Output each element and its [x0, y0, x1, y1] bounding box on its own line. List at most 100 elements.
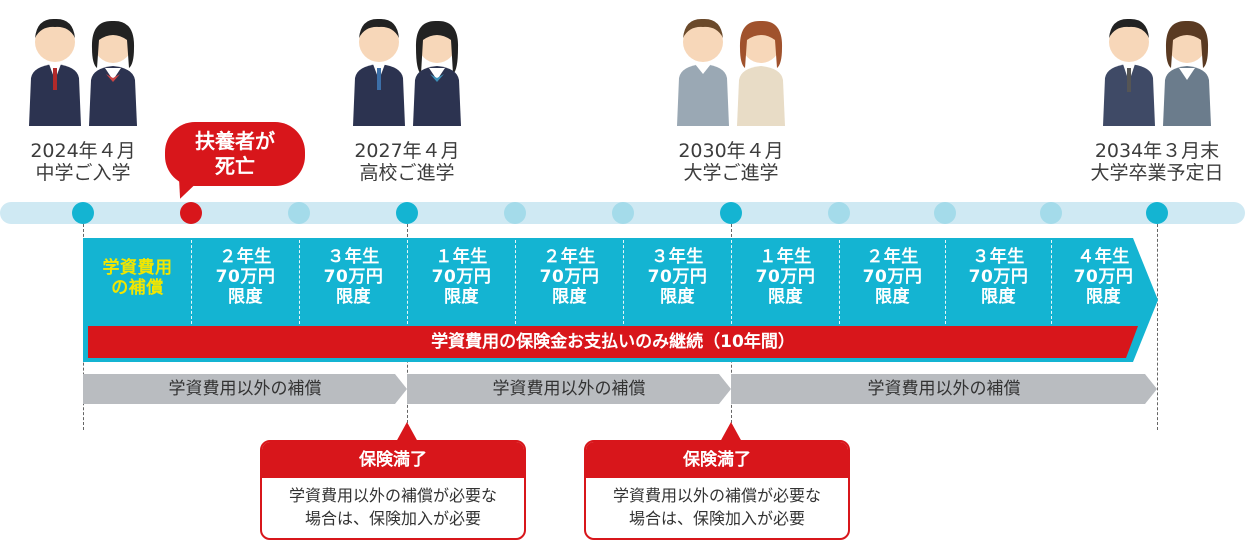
expiry-callout-1: 保険満了 学資費用以外の補償が必要な 場合は、保険加入が必要	[260, 440, 526, 540]
cell-separator	[299, 240, 300, 324]
milestone-date: 2034年３月末	[1094, 140, 1220, 162]
cell-limit: 限度	[660, 287, 695, 307]
cell-grade: ２年生	[543, 247, 596, 267]
milestone-event: 高校ご進学	[359, 162, 455, 184]
cell-grade: ４年生	[1077, 247, 1130, 267]
coverage-cell: ４年生 70万円 限度	[1050, 247, 1157, 307]
cell-grade: ２年生	[219, 247, 272, 267]
callout-body-line: 場合は、保険加入が必要	[628, 509, 805, 528]
coverage-cell: ３年生 70万円 限度	[945, 247, 1052, 307]
cell-limit: 限度	[981, 287, 1016, 307]
callout-body-line: 学資費用以外の補償が必要な	[288, 486, 497, 505]
cell-line: の補償	[111, 278, 164, 298]
girl-student-icon	[413, 20, 461, 126]
milestone-2034: 2034年３月末 大学卒業予定日	[1090, 140, 1223, 184]
coverage-cell: ２年生 70万円 限度	[192, 247, 299, 307]
timeline-dot	[612, 202, 634, 224]
businesswoman-icon	[1163, 20, 1211, 126]
coverage-cell: １年生 70万円 限度	[408, 247, 515, 307]
timeline-dot	[504, 202, 526, 224]
continuation-band	[88, 326, 1138, 358]
milestone-date: 2024年４月	[30, 140, 136, 162]
milestone-event: 大学ご進学	[683, 162, 779, 184]
callout-pointer	[396, 422, 418, 442]
cell-amount: 70万円	[1073, 267, 1134, 287]
cell-amount: 70万円	[539, 267, 600, 287]
expiry-callout-2: 保険満了 学資費用以外の補償が必要な 場合は、保険加入が必要	[584, 440, 850, 540]
cell-amount: 70万円	[431, 267, 492, 287]
coverage-cell-intro: 学資費用 の補償	[84, 258, 191, 298]
death-event-dot	[180, 202, 202, 224]
coverage-cell: ２年生 70万円 限度	[516, 247, 623, 307]
event-bubble: 扶養者が 死亡	[165, 122, 305, 186]
guide-line	[1157, 224, 1158, 430]
cell-grade: ３年生	[651, 247, 704, 267]
coverage-cell: ２年生 70万円 限度	[839, 247, 946, 307]
milestone-2030: 2030年４月 大学ご進学	[678, 140, 783, 184]
cell-grade: １年生	[759, 247, 812, 267]
timeline-dot	[828, 202, 850, 224]
callout-body-line: 学資費用以外の補償が必要な	[612, 486, 821, 505]
cell-grade: ２年生	[866, 247, 919, 267]
cell-separator	[407, 240, 408, 324]
callout-body-line: 場合は、保険加入が必要	[304, 509, 481, 528]
cell-limit: 限度	[336, 287, 371, 307]
cell-limit: 限度	[768, 287, 803, 307]
cell-grade: １年生	[435, 247, 488, 267]
timeline-dot	[72, 202, 94, 224]
young-woman-icon	[737, 20, 785, 126]
cell-separator	[839, 240, 840, 324]
cell-limit: 限度	[444, 287, 479, 307]
milestone-date: 2027年４月	[354, 140, 460, 162]
cell-grade: ３年生	[972, 247, 1025, 267]
graduates-illustration	[1103, 18, 1211, 126]
continuation-label: 学資費用の保険金お支払いのみ継続（10年間）	[431, 332, 795, 352]
cell-amount: 70万円	[755, 267, 816, 287]
cell-amount: 70万円	[215, 267, 276, 287]
other-coverage-label-1: 学資費用以外の補償	[168, 379, 322, 399]
cell-separator	[515, 240, 516, 324]
callout-title: 保険満了	[586, 442, 848, 478]
cell-line: 学資費用	[102, 258, 173, 278]
girl-student-icon	[89, 20, 137, 126]
callout-body: 学資費用以外の補償が必要な 場合は、保険加入が必要	[262, 478, 524, 530]
cell-limit: 限度	[1086, 287, 1121, 307]
milestone-event: 中学ご入学	[35, 162, 131, 184]
junior-high-students-illustration	[29, 18, 137, 126]
cell-separator	[191, 240, 192, 324]
cell-separator	[945, 240, 946, 324]
cell-limit: 限度	[552, 287, 587, 307]
milestone-event: 大学卒業予定日	[1090, 162, 1224, 184]
businessman-icon	[1103, 18, 1155, 126]
high-school-students-illustration	[353, 18, 461, 126]
callout-body: 学資費用以外の補償が必要な 場合は、保険加入が必要	[586, 478, 848, 530]
callout-title: 保険満了	[262, 442, 524, 478]
cell-separator	[731, 240, 732, 324]
coverage-cell: ３年生 70万円 限度	[624, 247, 731, 307]
event-bubble-line1: 扶養者が	[195, 129, 275, 153]
timeline-dot	[720, 202, 742, 224]
cell-separator	[623, 240, 624, 324]
boy-student-icon	[353, 18, 405, 126]
cell-amount: 70万円	[862, 267, 923, 287]
timeline-dot	[934, 202, 956, 224]
cell-amount: 70万円	[323, 267, 384, 287]
cell-limit: 限度	[228, 287, 263, 307]
cell-grade: ３年生	[327, 247, 380, 267]
other-coverage-label-3: 学資費用以外の補償	[867, 379, 1021, 399]
young-man-icon	[677, 18, 729, 126]
milestone-2024: 2024年４月 中学ご入学	[30, 140, 135, 184]
timeline-dot	[288, 202, 310, 224]
event-bubble-line2: 死亡	[215, 154, 255, 178]
callout-pointer	[720, 422, 742, 442]
cell-limit: 限度	[875, 287, 910, 307]
timeline-dot	[1040, 202, 1062, 224]
other-coverage-arrows	[83, 374, 1157, 404]
other-coverage-label-2: 学資費用以外の補償	[492, 379, 646, 399]
cell-amount: 70万円	[968, 267, 1029, 287]
coverage-cell: １年生 70万円 限度	[732, 247, 839, 307]
boy-student-icon	[29, 18, 81, 126]
cell-separator	[1051, 240, 1052, 324]
timeline-dot	[396, 202, 418, 224]
university-students-illustration	[677, 18, 785, 126]
